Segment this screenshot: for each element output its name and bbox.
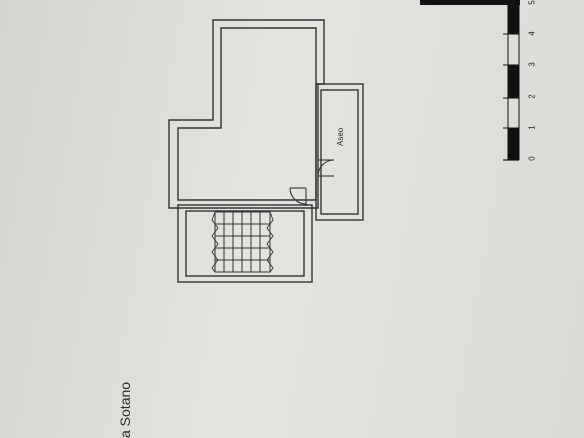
main-room-outer-wall	[168, 19, 325, 209]
aseo-room-inner	[320, 89, 359, 215]
main-room-inner-wall	[177, 27, 317, 201]
door-swing-stair	[284, 187, 307, 206]
top-edge-mark	[420, 0, 520, 5]
door-swing-aseo	[317, 159, 335, 177]
stair-block-outer	[177, 204, 313, 283]
scale-tick-label-2: 2	[527, 94, 537, 99]
stair-block-inner	[185, 210, 305, 277]
room-label-aseo: Aseo	[336, 127, 345, 146]
scale-tick-label-3: 3	[527, 62, 537, 67]
scale-tick-label-0: 0	[527, 156, 537, 161]
scale-tick-label-5: 5	[527, 0, 537, 5]
aseo-room-outer	[315, 83, 364, 221]
scale-tick-label-4: 4	[527, 31, 537, 36]
staircase	[211, 211, 274, 273]
scale-bar	[503, 0, 520, 161]
scale-tick-label-1: 1	[527, 125, 537, 130]
plan-title: a Sotano	[117, 381, 133, 438]
